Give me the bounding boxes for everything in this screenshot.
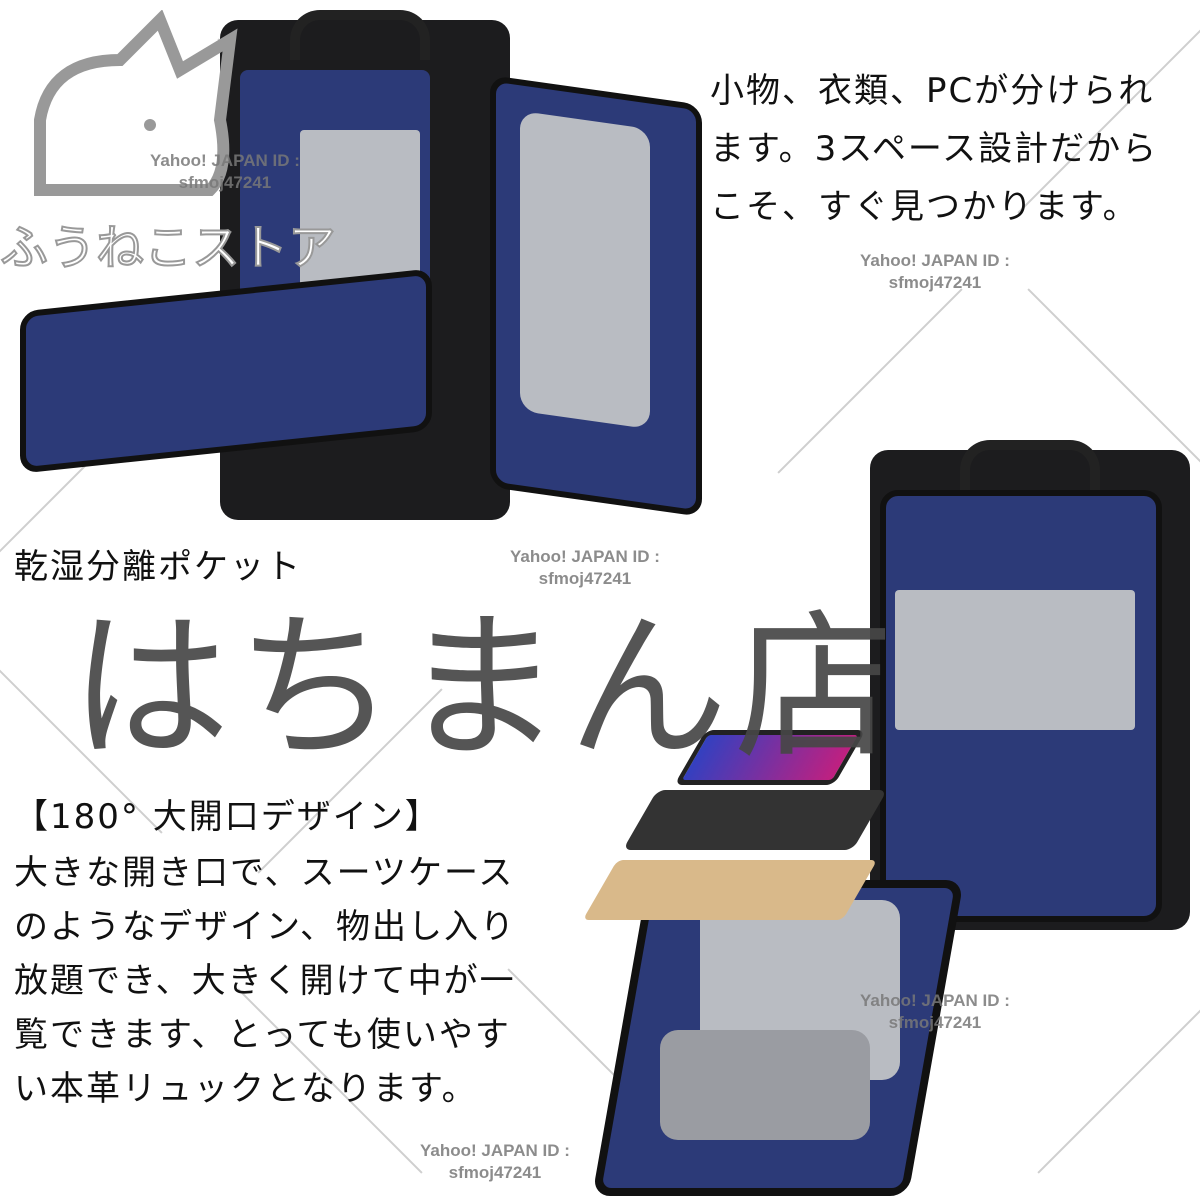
shop-watermark: はちまん店 (70, 594, 901, 781)
id-watermark: Yahoo! JAPAN ID :sfmoj47241 (860, 991, 1010, 1032)
store-logo-text: ふうねこストア (0, 219, 337, 277)
cat-logo-icon (34, 9, 238, 196)
id-watermark: Yahoo! JAPAN ID :sfmoj47241 (510, 547, 660, 588)
opening-title: 【180° 大開口デザイン】 (14, 797, 441, 837)
tablet-image (622, 790, 888, 850)
id-watermark: Yahoo! JAPAN ID :sfmoj47241 (860, 251, 1010, 292)
id-watermark: Yahoo! JAPAN ID :sfmoj47241 (420, 1141, 570, 1182)
laptop-image (582, 860, 878, 920)
store-logo (30, 9, 250, 210)
id-watermark: Yahoo! JAPAN ID :sfmoj47241 (150, 151, 300, 192)
pocket-title: 乾湿分離ポケット (14, 547, 302, 587)
